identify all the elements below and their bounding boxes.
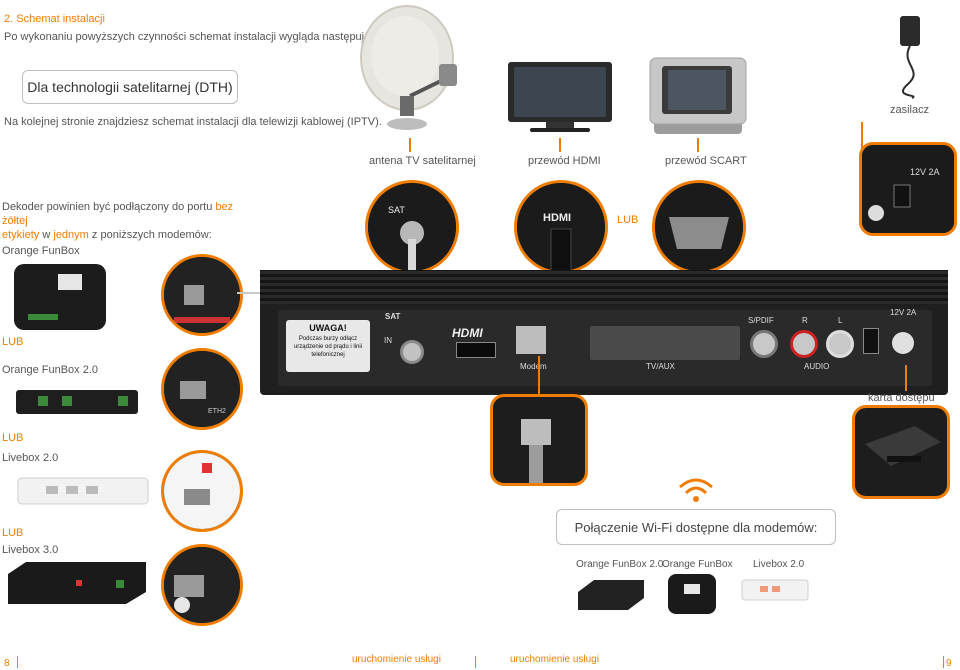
wifi-modem-image-funbox2: [578, 580, 644, 610]
page-number-left: 8: [4, 658, 10, 669]
connector-line: [697, 138, 699, 152]
modem-name: Orange FunBox: [2, 245, 80, 257]
closeup-livebox2-port: [161, 450, 243, 532]
section-title: Schemat instalacji: [16, 13, 105, 25]
label-antenna: antena TV satelitarnej: [369, 155, 476, 167]
connector-line: [409, 138, 411, 152]
or-label: LUB: [2, 432, 24, 444]
port-label-modem: Modem: [520, 362, 547, 371]
footer-separator: [17, 656, 18, 668]
section-heading: 2. Schemat instalacji: [4, 13, 105, 25]
svg-text:12V 2A: 12V 2A: [910, 167, 940, 177]
closeup-livebox3-port: [161, 544, 243, 626]
label-power-supply: zasilacz: [890, 104, 930, 116]
port-label-spdif: S/PDIF: [748, 316, 774, 325]
closeup-funbox2-port: ETH2: [161, 348, 243, 430]
closeup-modem-port: [490, 394, 588, 486]
connector-line: [861, 122, 863, 152]
closeup-sat-port: SAT: [365, 180, 459, 274]
connector-line: [237, 292, 261, 294]
port-label-sat: SAT: [385, 312, 401, 321]
spdif-port: [750, 330, 778, 358]
closeup-scart-port: [652, 180, 746, 274]
label-hdmi-cable: przewód HDMI: [528, 155, 601, 167]
decoder-note: Dekoder powinien być podłączony do portu…: [2, 201, 234, 241]
footer-link-right[interactable]: uruchomienie usługi: [510, 654, 599, 665]
wifi-modem-image-funbox: [668, 574, 716, 614]
section-intro: Po wykonaniu powyższych czynności schema…: [4, 31, 385, 43]
closeup-power-port: 12V 2A: [859, 142, 957, 236]
crt-tv-image: [649, 57, 747, 134]
modem-image-funbox: [14, 264, 106, 330]
wifi-modem-image-livebox2: [741, 579, 809, 601]
flat-tv-image: [508, 62, 612, 132]
closeup-hdmi-port: HDMI: [514, 180, 608, 274]
section-number: 2.: [4, 13, 14, 25]
warning-label: UWAGA! Podczas burzy odłącz urządzenie o…: [286, 320, 370, 372]
audio-r-port: [790, 330, 818, 358]
modem-image-funbox2: [16, 390, 138, 414]
connector-line: [559, 138, 561, 152]
connector-line: [905, 365, 907, 391]
port-label-hdmi: HDMI: [452, 326, 483, 340]
or-label-mid: LUB: [617, 214, 639, 226]
port-label-in: IN: [384, 336, 392, 345]
svg-text:SAT: SAT: [388, 205, 405, 215]
power-rating: 12V 2A: [890, 308, 917, 317]
modem-name: Livebox 3.0: [2, 544, 59, 556]
svg-text:ETH2: ETH2: [208, 408, 226, 415]
decoder-rear-panel: UWAGA! Podczas burzy odłącz urządzenie o…: [260, 270, 948, 395]
footer-separator: [943, 656, 944, 668]
sat-in-port: [400, 340, 424, 364]
port-label-tvaux: TV/AUX: [646, 362, 675, 371]
port-label-r: R: [802, 316, 808, 325]
port-label-audio: AUDIO: [804, 362, 830, 371]
footer-separator: [475, 656, 476, 668]
wifi-modem-name: Livebox 2.0: [753, 559, 805, 570]
next-page-note: Na kolejnej stronie znajdziesz schemat i…: [4, 116, 382, 128]
power-port: [892, 332, 914, 354]
page-number-right: 9: [946, 658, 952, 669]
audio-l-port: [826, 330, 854, 358]
power-adapter-image: [900, 16, 920, 99]
wifi-modem-name: Orange FunBox 2.0: [576, 559, 664, 570]
footer-link-left[interactable]: uruchomienie usługi: [352, 654, 441, 665]
modem-name: Orange FunBox 2.0: [2, 364, 99, 376]
modem-name: Livebox 2.0: [2, 452, 59, 464]
decoder-vents: [260, 270, 948, 304]
svg-text:HDMI: HDMI: [543, 212, 571, 224]
modem-ethernet-port: [516, 326, 546, 354]
satellite-dish-image: [360, 5, 457, 130]
or-label: LUB: [2, 527, 24, 539]
port-label-l: L: [838, 316, 843, 325]
closeup-funbox-port: [161, 254, 243, 336]
wifi-title-box: Połączenie Wi-Fi dostępne dla modemów:: [556, 509, 836, 545]
label-scart-cable: przewód SCART: [665, 155, 747, 167]
scart-port: [590, 326, 740, 360]
technology-box: Dla technologii satelitarnej (DTH): [22, 70, 238, 104]
label-access-card: karta dostępu: [868, 392, 935, 404]
connector-line: [538, 356, 540, 394]
or-label: LUB: [2, 336, 24, 348]
modem-image-livebox2: [17, 477, 149, 505]
warning-text: Podczas burzy odłącz urządzenie od prądu…: [293, 336, 363, 358]
power-switch: [863, 328, 879, 354]
modem-image-livebox3: [8, 562, 146, 604]
wifi-modem-name: Orange FunBox: [662, 559, 733, 570]
warning-title: UWAGA!: [309, 323, 347, 333]
closeup-card-slot: [852, 405, 950, 499]
wifi-icon: [679, 478, 713, 502]
hdmi-port: [456, 342, 496, 358]
